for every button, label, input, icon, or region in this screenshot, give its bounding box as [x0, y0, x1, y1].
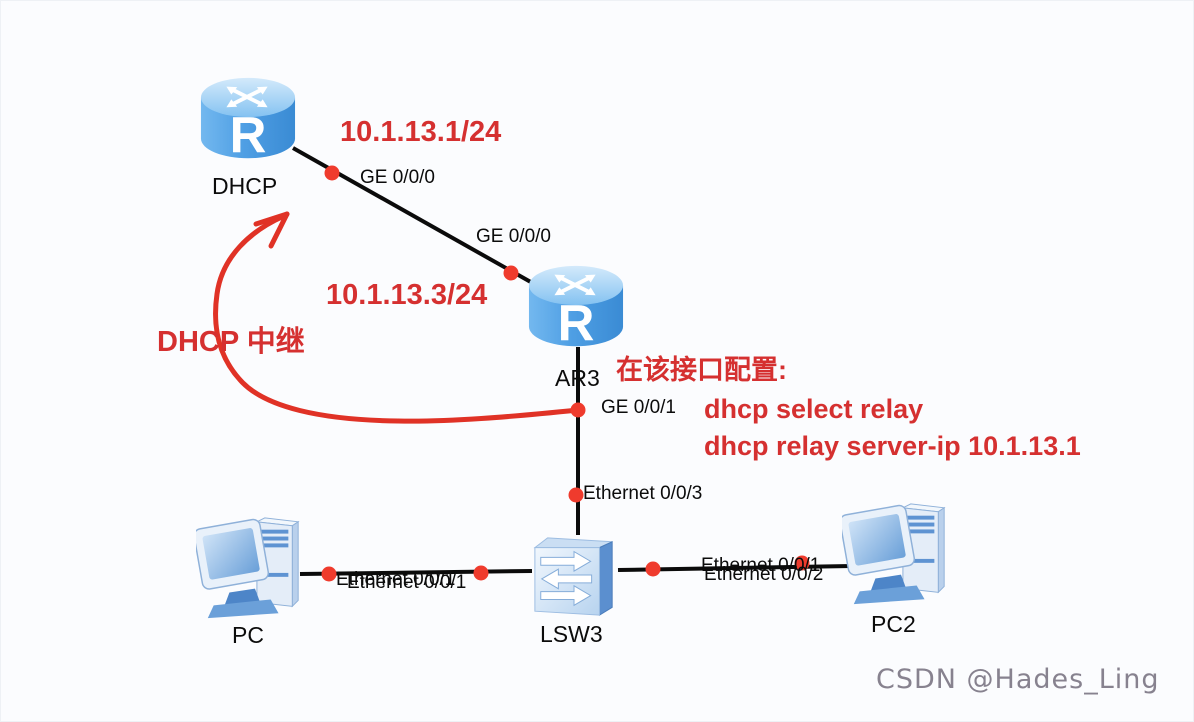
- router-icon-ar3[interactable]: [527, 261, 625, 353]
- annotation-config-cmd2: dhcp relay server-ip 10.1.13.1: [704, 431, 1081, 461]
- csdn-watermark: CSDN @Hades_Ling: [876, 664, 1160, 695]
- junction-dot: [645, 561, 661, 577]
- junction-dot: [794, 555, 810, 571]
- switch-icon-lsw3[interactable]: [528, 531, 622, 621]
- device-label-dhcp: DHCP: [212, 173, 278, 199]
- interface-label-lsw3-eth002: Ethernet 0/0/2: [704, 564, 824, 585]
- junction-dot: [324, 165, 340, 181]
- junction-dot: [473, 565, 489, 581]
- interface-label-pc2-eth001: Ethernet 0/0/1: [701, 555, 821, 576]
- pc-icon-pc2[interactable]: [842, 498, 954, 610]
- device-label-pc2: PC2: [871, 611, 916, 637]
- interface-label-lsw3-eth003: Ethernet 0/0/3: [583, 483, 703, 504]
- interface-label-ar3-ge001: GE 0/0/1: [601, 397, 676, 418]
- pc-icon[interactable]: [196, 513, 308, 623]
- device-label-lsw3: LSW3: [540, 621, 603, 647]
- annotation-dhcp-server-ip: 10.1.13.1/24: [340, 116, 502, 148]
- router-icon-dhcp[interactable]: [199, 73, 297, 165]
- junction-dot: [570, 402, 586, 418]
- interface-label-dhcp-ge000: GE 0/0/0: [360, 167, 435, 188]
- device-label-pc: PC: [232, 622, 264, 648]
- annotation-config-heading: 在该接口配置:: [616, 355, 787, 385]
- dhcp-relay-arrowhead: [253, 211, 290, 249]
- interface-label-lsw3-eth001: Ethernet 0/0/1: [347, 572, 467, 593]
- junction-dots: [321, 165, 810, 582]
- junction-dot: [321, 566, 337, 582]
- dhcp-relay-arrow: [213, 213, 581, 424]
- annotation-dhcp-relay-label: DHCP 中继: [157, 326, 305, 358]
- annotation-config-cmd1: dhcp select relay: [704, 394, 924, 424]
- junction-dot: [503, 265, 519, 281]
- junction-dot: [568, 487, 584, 503]
- interface-label-pc-eth001: Ethernet 0/0/1: [336, 569, 456, 590]
- interface-label-ar3-ge000: GE 0/0/0: [476, 226, 551, 247]
- annotation-relay-interface-ip: 10.1.13.3/24: [326, 279, 488, 311]
- link-pc-lsw3: [299, 569, 533, 576]
- device-label-ar3: AR3: [555, 365, 600, 391]
